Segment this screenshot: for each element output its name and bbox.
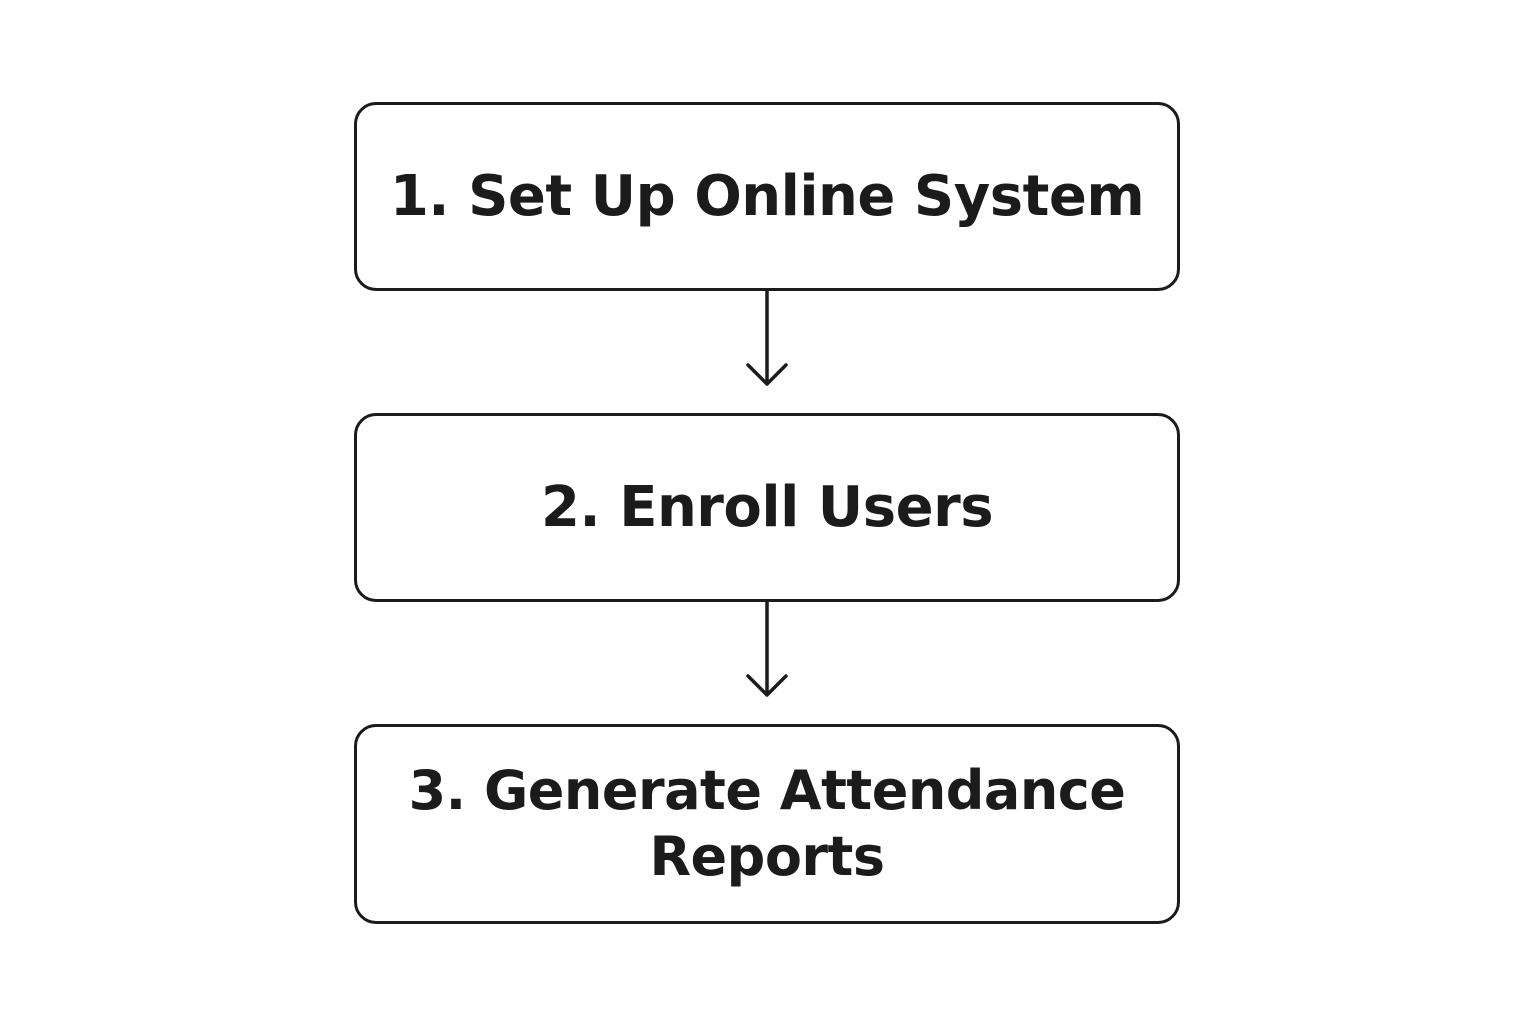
- step-label: 2. Enroll Users: [540, 474, 994, 540]
- step-box-enroll-users: 2. Enroll Users: [354, 413, 1180, 602]
- arrow-down-icon: [746, 289, 788, 386]
- step-box-set-up-online-system: 1. Set Up Online System: [354, 102, 1180, 291]
- step-label: 3. Generate Attendance Reports: [408, 759, 1126, 888]
- arrow-down-icon: [746, 600, 788, 697]
- step-box-generate-attendance-reports: 3. Generate Attendance Reports: [354, 724, 1180, 924]
- step-label: 1. Set Up Online System: [389, 163, 1145, 229]
